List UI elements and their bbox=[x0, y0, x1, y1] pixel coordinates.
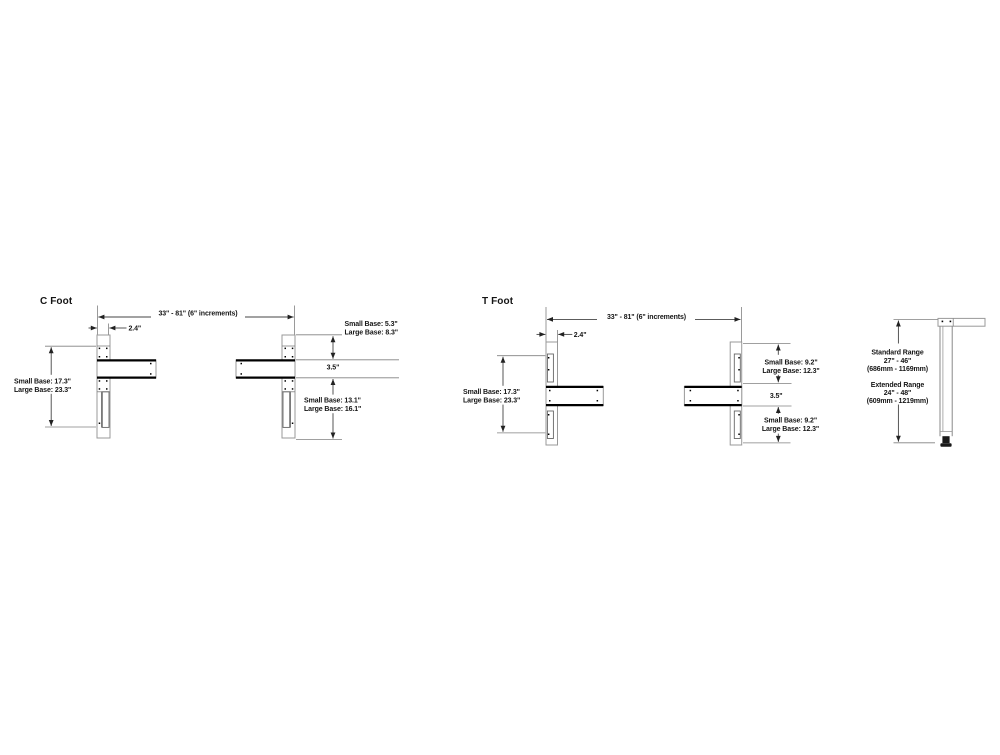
height-range-dimension: Standard Range 27" - 46" (686mm - 1169mm… bbox=[857, 318, 938, 444]
c-foot-right-leg-drawing bbox=[234, 333, 297, 440]
c-foot-right-dimension-chain: Small Base: 5.3" Large Base: 8.3" 3.5" S… bbox=[296, 321, 399, 440]
t-foot-right-dimension-chain: Small Base: 9.2" Large Base: 12.3" 3.5" … bbox=[743, 342, 825, 444]
t-foot-width-dimension: 33" - 81" (6" increments) bbox=[545, 307, 742, 342]
c-foot-depth-label-2: Large Base: 23.3" bbox=[14, 387, 71, 394]
c-foot-left-leg-drawing bbox=[96, 334, 157, 439]
standard-range-label: Standard Range bbox=[871, 350, 923, 357]
t-foot-title: T Foot bbox=[482, 296, 514, 307]
t-foot-depth-label-2: Large Base: 23.3" bbox=[463, 398, 520, 405]
c-foot-width-dimension: 33" - 81" (6" increments) bbox=[97, 305, 296, 335]
c-foot-offset-label: 2.4" bbox=[129, 326, 142, 333]
t-foot-offset-label: 2.4" bbox=[574, 332, 587, 339]
extended-range-mm: (609mm - 1219mm) bbox=[867, 398, 928, 405]
t-foot-depth-dimension: Small Base: 17.3" Large Base: 23.3" bbox=[461, 355, 546, 434]
t-foot-bar-label: 3.5" bbox=[770, 393, 783, 400]
t-foot-top-right-label-1: Small Base: 9.2" bbox=[764, 359, 817, 366]
c-foot-depth-label-1: Small Base: 17.3" bbox=[14, 379, 71, 386]
c-foot-top-right-label-2: Large Base: 8.3" bbox=[345, 329, 398, 336]
standard-range-inches: 27" - 46" bbox=[884, 358, 912, 365]
leg-side-view-drawing bbox=[937, 317, 986, 447]
c-foot-bar-label: 3.5" bbox=[327, 365, 340, 372]
c-foot-depth-dimension: Small Base: 17.3" Large Base: 23.3" bbox=[13, 345, 96, 428]
extended-range-inches: 24" - 48" bbox=[884, 390, 912, 397]
t-foot-bottom-right-label-2: Large Base: 12.3" bbox=[762, 426, 819, 433]
t-foot-width-label: 33" - 81" (6" increments) bbox=[607, 314, 686, 321]
standard-range-mm: (686mm - 1169mm) bbox=[867, 366, 928, 373]
t-foot-bottom-right-label-1: Small Base: 9.2" bbox=[764, 417, 817, 424]
t-foot-top-right-label-2: Large Base: 12.3" bbox=[762, 368, 819, 375]
c-foot-top-right-label-1: Small Base: 5.3" bbox=[345, 321, 398, 328]
t-foot-depth-label-1: Small Base: 17.3" bbox=[463, 389, 520, 396]
c-foot-bottom-right-label-1: Small Base: 13.1" bbox=[304, 397, 361, 404]
extended-range-label: Extended Range bbox=[871, 382, 925, 389]
c-foot-bottom-right-label-2: Large Base: 16.1" bbox=[304, 406, 361, 413]
t-foot-right-leg-drawing bbox=[683, 340, 743, 447]
t-foot-offset-dimension: 2.4" bbox=[536, 330, 587, 342]
c-foot-title: C Foot bbox=[40, 296, 73, 307]
c-foot-width-label: 33" - 81" (6" increments) bbox=[158, 311, 237, 318]
t-foot-left-leg-drawing bbox=[545, 341, 604, 446]
c-foot-offset-dimension: 2.4" bbox=[88, 323, 142, 335]
